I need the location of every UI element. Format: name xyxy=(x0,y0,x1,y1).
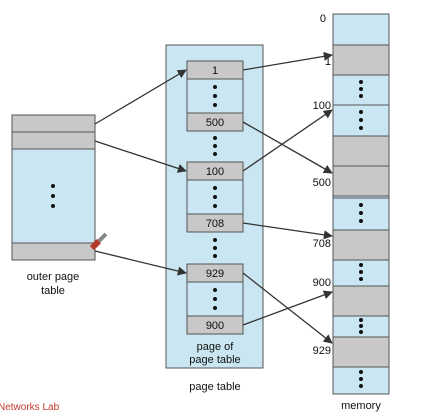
mem-addr-0: 0 xyxy=(320,13,326,25)
arrow-500-to-mem xyxy=(242,121,333,174)
pt-ellipsis-3 xyxy=(213,288,217,310)
page-of-page-table-label-line2: page table xyxy=(189,354,240,366)
mem-addr-1: 1 xyxy=(325,56,331,68)
mem-addr-929: 929 xyxy=(313,345,331,357)
outer-page-table-label-line1: outer page xyxy=(27,271,80,283)
mem-addr-500: 500 xyxy=(313,177,331,189)
screwdriver-cursor-icon xyxy=(90,232,108,250)
pt-entry-100: 100 xyxy=(206,166,224,178)
arrow-900-to-mem xyxy=(242,290,333,326)
mem-ellipsis-5 xyxy=(359,318,363,334)
outer-ellipsis xyxy=(51,184,55,208)
memory-label: memory xyxy=(341,400,381,412)
pt-entry-1: 1 xyxy=(212,65,218,77)
memory xyxy=(332,13,390,395)
pt-between-ellipsis-2 xyxy=(213,238,217,258)
arrow-outer-to-block1 xyxy=(94,69,187,125)
pt-entry-500: 500 xyxy=(206,117,224,129)
arrow-outer-to-block2 xyxy=(94,140,187,173)
mem-addr-708: 708 xyxy=(313,238,331,250)
outer-page-table xyxy=(11,114,96,261)
page-table-label: page table xyxy=(189,381,240,393)
arrow-100-to-mem xyxy=(242,109,333,172)
arrow-1-to-mem xyxy=(242,51,333,71)
page-of-page-table-label-line1: page of xyxy=(197,341,235,353)
outer-page-table-label-line2: table xyxy=(41,285,65,297)
mem-ellipsis-2 xyxy=(359,110,363,130)
watermark-text: Networks Lab xyxy=(0,402,60,413)
pt-between-ellipsis-1 xyxy=(213,136,217,156)
mem-ellipsis-6 xyxy=(359,370,363,388)
mem-ellipsis-1 xyxy=(359,80,363,98)
mem-ellipsis-3 xyxy=(359,203,363,223)
pt-ellipsis-2 xyxy=(213,186,217,208)
pt-entry-929: 929 xyxy=(206,268,224,280)
mem-addr-100: 100 xyxy=(313,100,331,112)
mem-addr-900: 900 xyxy=(313,277,331,289)
pt-ellipsis-1 xyxy=(213,85,217,107)
mem-ellipsis-4 xyxy=(359,263,363,281)
pt-entry-708: 708 xyxy=(206,218,224,230)
arrows xyxy=(94,51,333,344)
arrow-708-to-mem xyxy=(242,222,333,240)
arrow-outer-to-block3 xyxy=(94,250,187,276)
pt-entry-900: 900 xyxy=(206,320,224,332)
page-table: 1 500 100 708 929 900 xyxy=(165,44,264,369)
